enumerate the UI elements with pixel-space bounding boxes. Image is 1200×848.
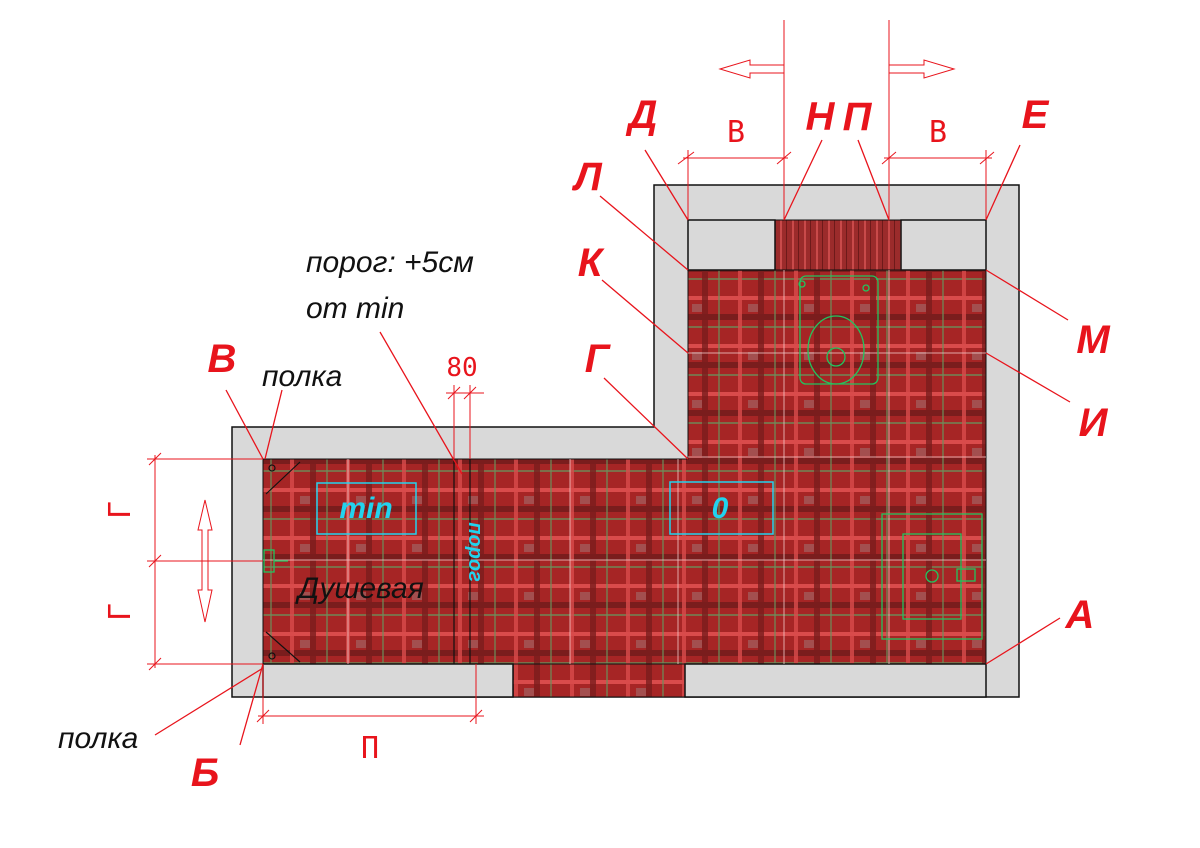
label-I: И xyxy=(1079,401,1109,445)
label-L: Л xyxy=(571,155,603,199)
shower-drain xyxy=(263,549,288,573)
label-A: А xyxy=(1065,593,1095,637)
niche-ledge-right xyxy=(900,219,987,271)
label-E: Е xyxy=(1022,93,1050,137)
toilet xyxy=(798,275,879,385)
zero-marker-box xyxy=(669,481,774,535)
threshold-vertical-label: порог xyxy=(464,522,486,582)
label-V: В xyxy=(208,337,237,381)
threshold-note-line2: от min xyxy=(306,292,404,325)
shower-room-label: Душевая xyxy=(295,572,424,605)
dim-g-upper: Г xyxy=(103,501,138,519)
dim-g-lower: Г xyxy=(103,603,138,621)
dim-eighty: 80 xyxy=(446,353,477,383)
niche-tiles xyxy=(774,219,902,271)
dim-p-bottom: П xyxy=(361,731,379,766)
min-marker: min xyxy=(339,492,392,525)
shelf-bottom-diagonal xyxy=(265,631,301,663)
label-G: Г xyxy=(585,337,612,381)
shelf-top-diagonal xyxy=(265,461,301,495)
door-wall-right xyxy=(684,663,987,698)
label-B: Б xyxy=(191,751,219,795)
label-M: М xyxy=(1076,318,1111,362)
zero-marker: 0 xyxy=(712,492,729,525)
shelf-top-note: полка xyxy=(262,360,342,393)
dim-b-left: В xyxy=(727,115,745,150)
shelf-bottom-note: полка xyxy=(58,722,138,755)
dim-b-right: В xyxy=(929,115,947,150)
label-D: Д xyxy=(626,93,658,137)
label-N: Н xyxy=(806,95,836,139)
sink xyxy=(881,513,983,640)
doorway-strip xyxy=(512,663,686,698)
tiled-floor xyxy=(262,219,987,698)
label-K: К xyxy=(578,241,605,285)
min-marker-box xyxy=(316,482,417,535)
dimensions: В В 80 П Г Г xyxy=(103,20,995,766)
niche-ledge-left xyxy=(687,219,776,271)
leaders xyxy=(154,139,1071,746)
threshold-note-line1: порог: +5см xyxy=(306,246,474,279)
label-P: П xyxy=(843,95,873,139)
